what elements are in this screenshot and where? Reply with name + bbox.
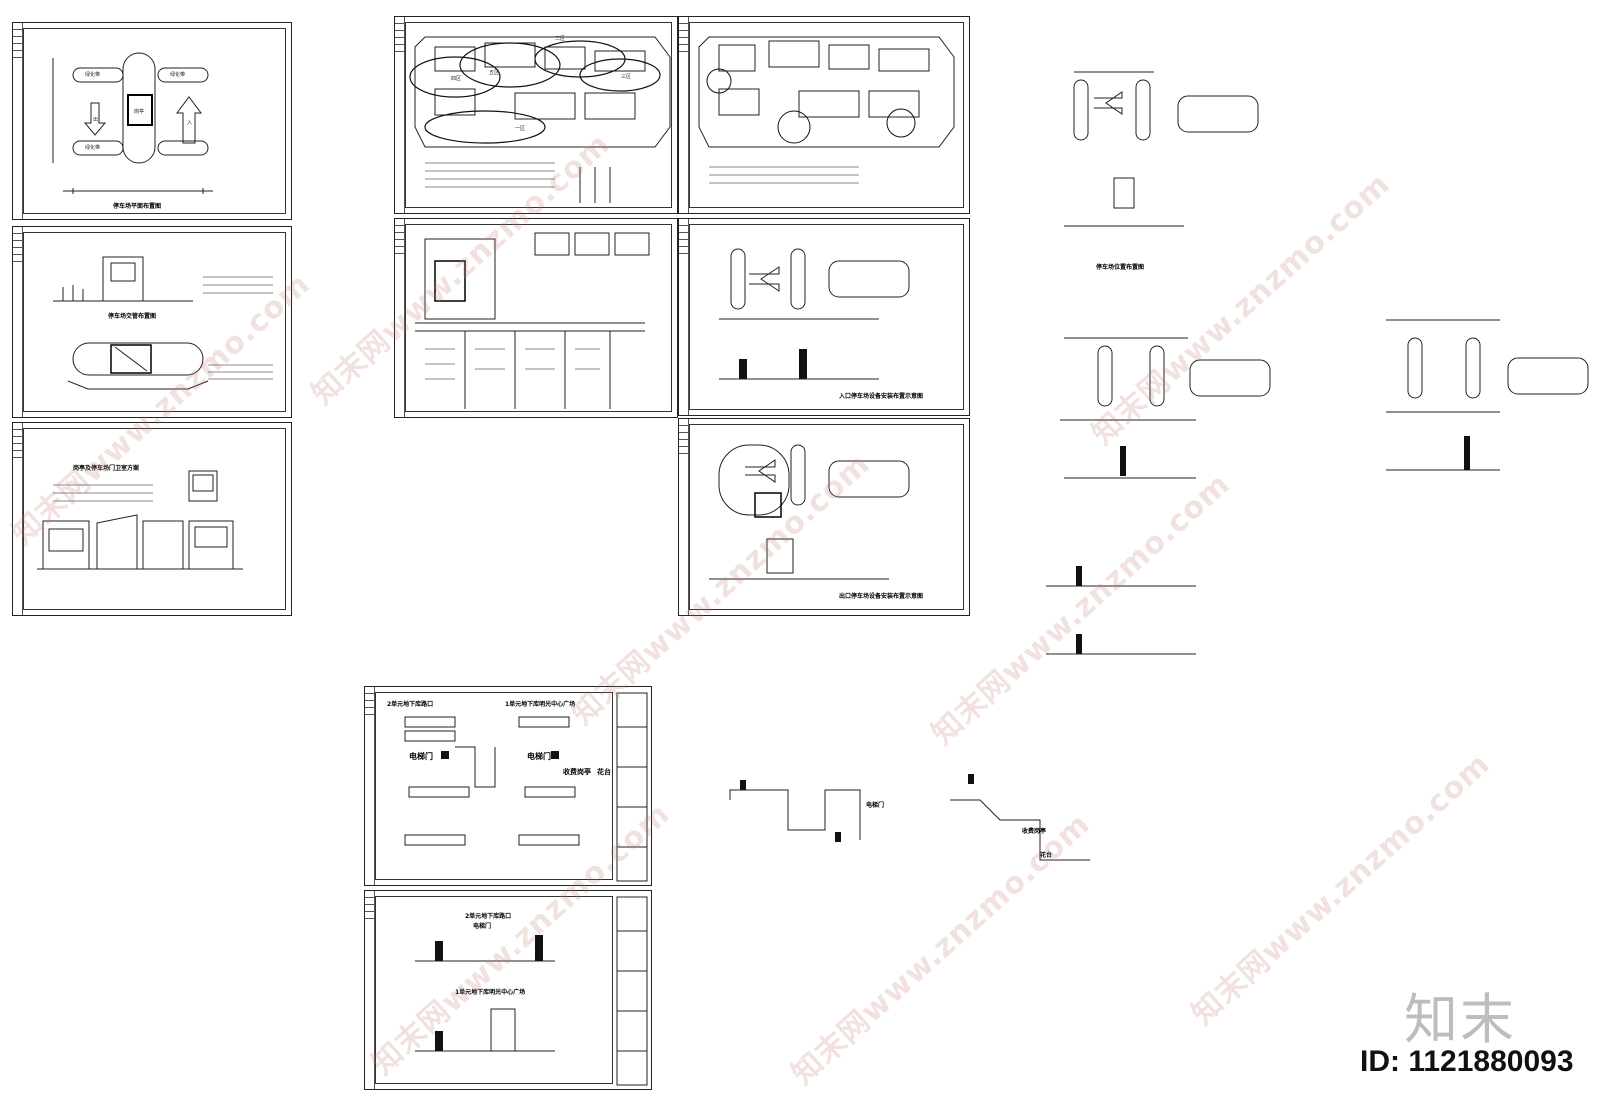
site-plan-drawing: [698, 36, 955, 184]
title-strip: [679, 17, 689, 213]
toll-booth-label: 收费岗亭: [563, 768, 591, 776]
zone-label-2: 二区: [555, 36, 566, 42]
title-strip: [365, 687, 375, 885]
sheet-frame: [689, 224, 964, 410]
drawing-sheet-garage-elevations: 2单元地下库路口 电梯门 1单元地下库明光中心广场: [364, 890, 652, 1090]
sheet-frame: [23, 428, 286, 610]
loose-label-elevator: 电梯门: [866, 802, 885, 809]
site-zone-drawing: [409, 36, 671, 203]
title-strip: [395, 219, 405, 417]
plan-label-booth: 岗亭: [134, 109, 145, 115]
sheet-frame: [375, 692, 613, 880]
loose-label-flower: 花台: [1040, 852, 1053, 859]
sheet-title: 出口停车场设备安装布置示意图: [839, 593, 924, 600]
sheet-frame: [689, 22, 964, 208]
drawing-sheet-system-diagram: [394, 218, 678, 418]
garage-elevations-drawing: [415, 896, 648, 1086]
entry-equipment-drawing: [719, 248, 910, 380]
flower-bed-label: 花台: [597, 768, 611, 776]
plan-label-greenbelt-2: 绿化带: [170, 72, 186, 78]
sheet-frame: [405, 22, 672, 208]
right-drawing-title: 停车场位置布置图: [1096, 264, 1145, 271]
id-label: ID: 1121880093: [1360, 1045, 1574, 1078]
plan-label-entry: 入: [187, 120, 193, 126]
plan-label-greenbelt-3: 绿化带: [85, 145, 101, 151]
right-entrance-title: 1单元地下库明光中心广场: [505, 701, 576, 708]
zone-label-1: 一区: [515, 126, 526, 132]
sheet-title: 入口停车场设备安装布置示意图: [839, 393, 924, 400]
drawing-sheet-site-plan: [678, 16, 970, 214]
traffic-layout-drawing: [53, 256, 273, 390]
sheet-title: 停车场交管布置图: [108, 313, 157, 320]
title-strip: [365, 891, 375, 1089]
booth-options-drawing: [37, 470, 243, 570]
zone-label-4: 四区: [451, 76, 462, 82]
title-strip: [679, 419, 689, 615]
sheet-frame: [23, 28, 286, 214]
elevation-title-1: 2单元地下库路口: [465, 913, 512, 920]
title-strip: [679, 219, 689, 415]
elevation-title-1b: 电梯门: [473, 923, 492, 930]
title-strip: [13, 423, 23, 615]
parking-plan-drawing: [52, 52, 213, 194]
drawing-sheet-site-zones: 四区 五区 二区 一区 三区: [394, 16, 678, 214]
title-strip: [13, 23, 23, 219]
loose-label-booth: 收费岗亭: [1022, 828, 1047, 835]
zone-label-3: 三区: [621, 74, 632, 80]
sheet-frame: [689, 424, 964, 610]
drawing-sheet-traffic-layout: 停车场交管布置图: [12, 226, 292, 418]
elevator-door-label-right: 电梯门: [527, 752, 551, 761]
plan-label-greenbelt-1: 绿化带: [85, 72, 101, 78]
drawing-sheet-garage-entrances: 2单元地下库路口 1单元地下库明光中心广场 电梯门 电梯门 收费岗亭 花台: [364, 686, 652, 886]
elevation-title-2: 1单元地下库明光中心广场: [455, 989, 526, 996]
sheet-frame: [405, 224, 672, 412]
drawing-sheet-exit-equipment: 出口停车场设备安装布置示意图: [678, 418, 970, 616]
title-strip: [395, 17, 405, 213]
drawing-sheet-booth-options: 岗亭及停车场门卫室方案: [12, 422, 292, 616]
drawing-sheet-entry-equipment: 入口停车场设备安装布置示意图: [678, 218, 970, 416]
system-diagram-drawing: [415, 232, 650, 409]
zone-label-5: 五区: [489, 70, 500, 76]
title-strip: [13, 227, 23, 417]
sheet-frame: [23, 232, 286, 412]
plan-label-exit: 出: [93, 117, 99, 123]
drawing-sheet-parking-plan: 绿化带 绿化带 岗亭 绿化带 出 入 停车场平面布置图: [12, 22, 292, 220]
sheet-frame: [375, 896, 613, 1084]
elevator-door-label-left: 电梯门: [409, 752, 433, 761]
exit-equipment-drawing: [709, 444, 910, 580]
sheet-title: 停车场平面布置图: [113, 203, 162, 210]
sheet-title: 岗亭及停车场门卫室方案: [73, 465, 140, 472]
brand-logo: 知末: [1404, 988, 1516, 1051]
garage-entrances-drawing: [404, 692, 648, 882]
left-entrance-title: 2单元地下库路口: [387, 701, 434, 708]
